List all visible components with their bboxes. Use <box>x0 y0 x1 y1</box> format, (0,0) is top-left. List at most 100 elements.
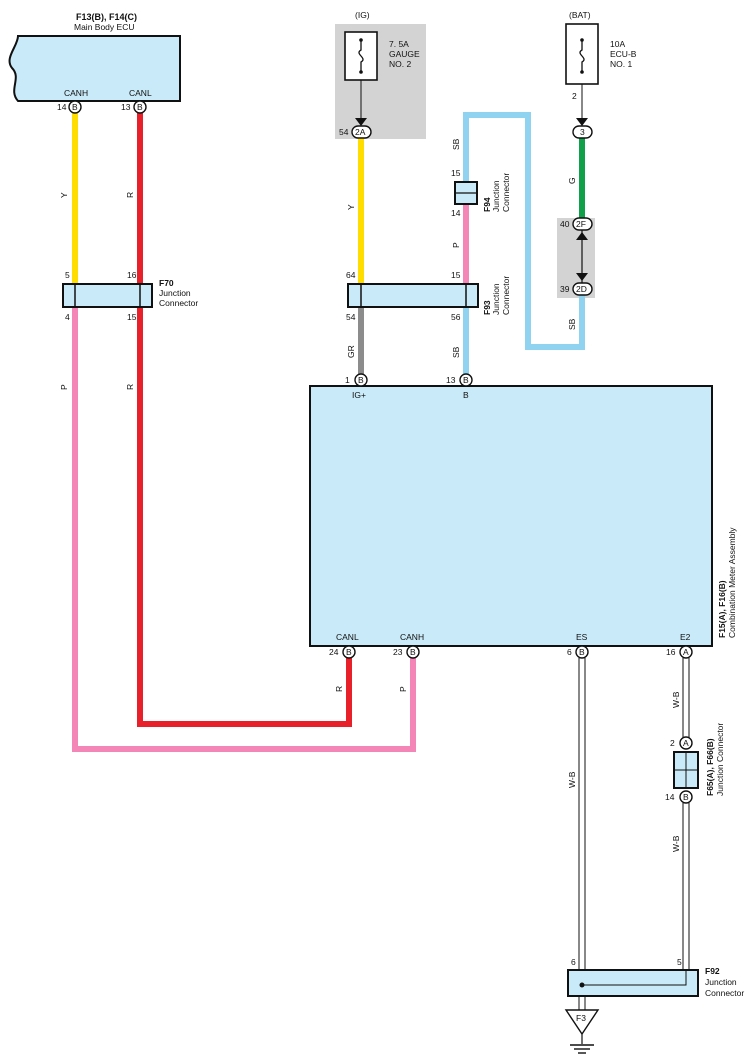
f92-name2: Connector <box>705 988 744 998</box>
meter-pin-b-num: 13 <box>446 375 456 385</box>
bat-fuse-symbol <box>579 40 585 72</box>
wire-label-sb-2: SB <box>451 346 461 358</box>
ecu-pin-canh <box>68 100 82 114</box>
ig-fuse-symbol <box>358 40 364 72</box>
ig-fuse-dot-bot <box>359 70 363 74</box>
wire-skyblue-loop <box>463 112 585 350</box>
wire-wb-e2 <box>682 658 690 970</box>
bat-pin-2d-num: 39 <box>560 284 570 294</box>
f92-pin6: 6 <box>571 957 576 967</box>
meter-pin-b <box>459 373 473 387</box>
f70-pin4: 4 <box>65 312 70 322</box>
meter-pin-igplus-num: 1 <box>345 375 350 385</box>
meter-pin-canl-conn: B <box>346 647 352 657</box>
bat-source: (BAT) <box>569 10 591 20</box>
wire-label-sb-3: SB <box>567 318 577 330</box>
ig-pin-conn: 2A <box>355 127 366 137</box>
bat-pin-2f-conn: 2F <box>576 219 586 229</box>
ecu-pin-label-canh: CANH <box>64 88 88 98</box>
meter-pin-es <box>575 645 589 659</box>
meter-pin-es-num: 6 <box>567 647 572 657</box>
meter-pin-e2-label: E2 <box>680 632 691 642</box>
bat-conn-arrowhead-down <box>576 273 588 281</box>
ground-wire <box>578 996 586 1010</box>
wire-label-r-1: R <box>125 192 135 198</box>
f94-pin14: 14 <box>451 208 461 218</box>
meter-pin-e2-num: 16 <box>666 647 676 657</box>
f93-pin64: 64 <box>346 270 356 280</box>
bat-pin-2d-conn: 2D <box>576 284 587 294</box>
f65-name: Junction Connector <box>715 723 725 796</box>
ecu-pin-canh-conn: B <box>72 102 78 112</box>
meter-pin-b-conn: B <box>463 375 469 385</box>
wire-wb-es <box>578 658 586 970</box>
ecu-name: Main Body ECU <box>74 22 134 32</box>
f94-code: F94 <box>482 197 492 212</box>
meter-name: Combination Meter Assembly <box>727 527 737 638</box>
bat-name2: NO. 1 <box>610 59 632 69</box>
f93-pin54: 54 <box>346 312 356 322</box>
wire-label-sb-1: SB <box>451 138 461 150</box>
combination-meter <box>309 385 713 647</box>
f70-name1: Junction <box>159 288 191 298</box>
wire-label-p-3: P <box>398 686 408 692</box>
ecu-pin-canl-conn: B <box>137 102 143 112</box>
wire-label-y-1: Y <box>59 192 69 198</box>
meter-code: F15(A), F16(B) <box>717 580 727 638</box>
f94-name2: Connector <box>501 173 511 212</box>
meter-pin-canh <box>406 645 420 659</box>
meter-pin-es-label: ES <box>576 632 588 642</box>
f92-splice-dot <box>579 982 585 988</box>
f65-code: F65(A), F66(B) <box>705 738 715 796</box>
meter-pin-canh-conn: B <box>410 647 416 657</box>
ground-label: F3 <box>576 1013 586 1023</box>
bat-pin-2d <box>572 282 593 296</box>
wire-label-p-2: P <box>451 242 461 248</box>
ig-name2: NO. 2 <box>389 59 411 69</box>
f70-pin5: 5 <box>65 270 70 280</box>
f65-pin-top-num: 2 <box>670 738 675 748</box>
f65-pin-bot-num: 14 <box>665 792 675 802</box>
ecu-pin-canh-num: 14 <box>57 102 67 112</box>
ig-pin-2a <box>351 125 372 139</box>
bat-rating: 10A <box>610 39 625 49</box>
f70-code: F70 <box>159 278 174 288</box>
wire-label-r-3: R <box>334 686 344 692</box>
meter-pin-es-conn: B <box>579 647 585 657</box>
ecu-box <box>8 35 181 102</box>
ig-rating: 7. 5A <box>389 39 409 49</box>
meter-pin-igplus-label: IG+ <box>352 390 366 400</box>
bat-fuse-dot-top <box>580 38 584 42</box>
meter-pin-canh-num: 23 <box>393 647 403 657</box>
wire-pink-canh <box>72 307 416 752</box>
f93-code: F93 <box>482 300 492 315</box>
f93-pin56: 56 <box>451 312 461 322</box>
wire-red-canl <box>137 307 352 727</box>
bat-pin-3-num: 3 <box>580 127 585 137</box>
f93-connector <box>347 283 479 308</box>
ig-source: (IG) <box>355 10 370 20</box>
ig-pin-num: 54 <box>339 127 349 137</box>
ecu-pin-canl <box>133 100 147 114</box>
meter-pin-canl-num: 24 <box>329 647 339 657</box>
meter-pin-canh-label: CANH <box>400 632 424 642</box>
ecu-pin-canl-num: 13 <box>121 102 131 112</box>
wire-label-y-2: Y <box>346 204 356 210</box>
wire-label-wb-3: W-B <box>671 835 681 852</box>
ground-triangle <box>564 1009 600 1036</box>
meter-pin-b-label: B <box>463 390 469 400</box>
ground-icon <box>570 1044 594 1054</box>
f92-internal-bus <box>582 970 687 986</box>
ig-fuse-dot-top <box>359 38 363 42</box>
wire-label-p-1: P <box>59 384 69 390</box>
f70-pin16: 16 <box>127 270 137 280</box>
bat-fuse-box <box>565 23 599 85</box>
ig-name1: GAUGE <box>389 49 420 59</box>
f65-pin-bot <box>679 790 693 804</box>
f70-connector <box>62 283 153 308</box>
ecu-pin-label-canl: CANL <box>129 88 152 98</box>
wire-label-g: G <box>567 177 577 184</box>
bat-conn-arrowhead-up <box>576 232 588 240</box>
wire-label-wb-1: W-B <box>671 691 681 708</box>
